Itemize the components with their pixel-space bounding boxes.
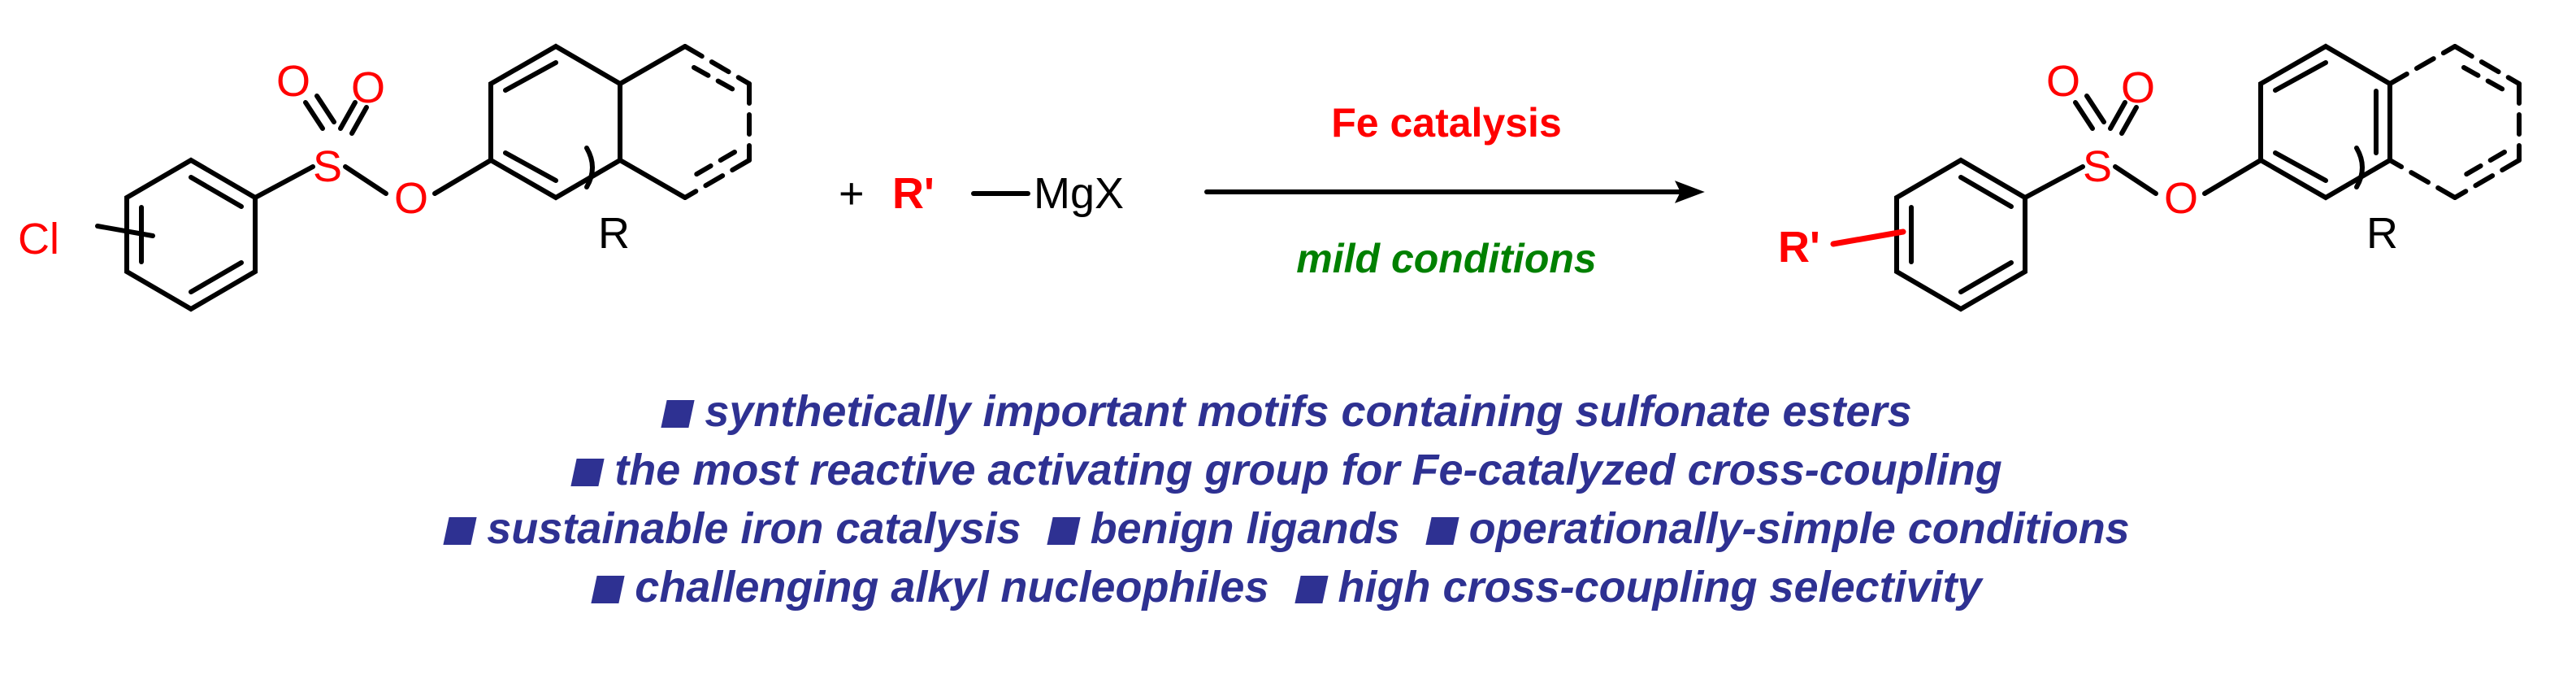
reactant-oxo-oxygen-2-label: O bbox=[351, 63, 385, 112]
reaction-scheme: Cl S O O O R + R' MgX Fe catalysis mild … bbox=[18, 43, 2522, 312]
reactant-cl-label: Cl bbox=[18, 215, 59, 263]
reactant-o-c-bond bbox=[432, 158, 493, 196]
condition-catalyst: Fe catalysis bbox=[1331, 100, 1562, 146]
product-r-attachment-bond bbox=[2354, 146, 2365, 189]
highlight-line: challenging alkyl nucleophiles high cros… bbox=[0, 558, 2576, 616]
reactant-r-attachment-bond bbox=[584, 146, 595, 189]
bullet-square-icon bbox=[570, 459, 605, 486]
reactant-benzene-ring bbox=[95, 157, 258, 312]
reagent-mgx-label: MgX bbox=[1034, 169, 1124, 218]
highlight-text: high cross-coupling selectivity bbox=[1338, 563, 1982, 612]
reactant-s-o-double-bond-1a bbox=[303, 100, 325, 131]
product-s-o-double-bond-2b bbox=[2119, 105, 2139, 136]
reactant-aryl-ring bbox=[488, 43, 622, 201]
plus-sign: + bbox=[839, 169, 865, 218]
product-r-prime-label: R' bbox=[1778, 223, 1820, 272]
highlight-line: synthetically important motifs containin… bbox=[0, 382, 2576, 441]
product-benzene-ring bbox=[1894, 157, 2027, 312]
product-sulfur-label: S bbox=[2083, 142, 2112, 191]
reactant-s-o-double-bond-2a bbox=[338, 100, 358, 131]
reactant-r-label: R bbox=[598, 209, 630, 258]
highlight-text: operationally-simple conditions bbox=[1468, 504, 2130, 553]
bullet-square-icon bbox=[1425, 517, 1459, 545]
bullet-square-icon bbox=[591, 576, 625, 603]
product-s-o-double-bond-1a bbox=[2073, 100, 2095, 131]
reactant-c-s-bond bbox=[253, 164, 315, 200]
bullet-square-icon bbox=[1046, 517, 1081, 545]
highlights-list: synthetically important motifs containin… bbox=[0, 382, 2576, 616]
highlight-line: sustainable iron catalysis benign ligand… bbox=[0, 499, 2576, 558]
product-fused-ring bbox=[2387, 44, 2522, 200]
reactant-s-o-bond bbox=[343, 164, 388, 196]
reactant-ester-oxygen-label: O bbox=[394, 174, 428, 223]
reagent-r-prime-label: R' bbox=[892, 169, 935, 218]
highlight-line: the most reactive activating group for F… bbox=[0, 441, 2576, 499]
reactant-sulfur-label: S bbox=[313, 142, 342, 191]
bullet-square-icon bbox=[443, 517, 477, 545]
bullet-square-icon bbox=[1294, 576, 1329, 603]
reactant-s-o-double-bond-1b bbox=[314, 94, 336, 124]
product-oxo-oxygen-1-label: O bbox=[2046, 57, 2080, 106]
product-s-o-bond bbox=[2113, 164, 2158, 196]
bullet-square-icon bbox=[661, 400, 695, 428]
highlight-text: synthetically important motifs containin… bbox=[705, 387, 1912, 436]
reactant-s-o-double-bond-2b bbox=[349, 105, 369, 136]
reactant-cl-attachment-bond bbox=[95, 224, 155, 238]
product-s-o-double-bond-2a bbox=[2108, 100, 2127, 131]
highlight-text: sustainable iron catalysis bbox=[487, 504, 1021, 553]
product-oxo-oxygen-2-label: O bbox=[2121, 63, 2155, 112]
reaction-arrow bbox=[1204, 181, 1705, 203]
highlight-text: challenging alkyl nucleophiles bbox=[635, 563, 1269, 612]
highlight-text: benign ligands bbox=[1090, 504, 1400, 553]
product-ester-oxygen-label: O bbox=[2164, 174, 2198, 223]
reactant-fused-ring bbox=[618, 44, 752, 200]
product-r-prime-attachment-bond bbox=[1830, 229, 1906, 247]
condition-mild: mild conditions bbox=[1296, 236, 1596, 281]
product-r-label: R bbox=[2366, 209, 2398, 258]
product-s-o-double-bond-1b bbox=[2084, 94, 2106, 124]
product-c-s-bond bbox=[2023, 164, 2085, 200]
highlight-text: the most reactive activating group for F… bbox=[614, 446, 2002, 494]
product-aryl-ring bbox=[2258, 43, 2392, 201]
product-o-c-bond bbox=[2202, 158, 2263, 196]
reactant-oxo-oxygen-1-label: O bbox=[276, 57, 310, 106]
